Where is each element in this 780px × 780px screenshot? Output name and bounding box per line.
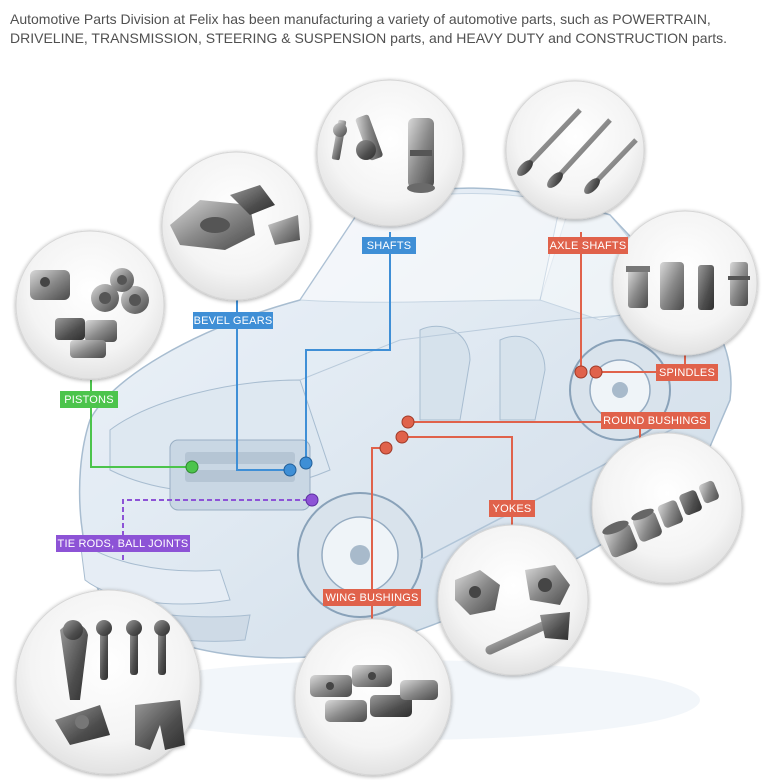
tie-rods-image[interactable]	[15, 589, 201, 775]
wing-bushings-image[interactable]	[294, 618, 452, 776]
label-round-bushings[interactable]: ROUND BUSHINGS	[601, 412, 710, 429]
round-bushings-image[interactable]	[591, 432, 743, 584]
tie-rods-dot	[305, 493, 319, 507]
label-wing-bushings-text: WING BUSHINGS	[325, 592, 418, 604]
yokes-image[interactable]	[437, 524, 589, 676]
yokes-dot	[395, 430, 409, 444]
label-shafts-text: SHAFTS	[367, 240, 412, 252]
pistons-dot	[185, 460, 199, 474]
connection-dots	[185, 365, 603, 507]
label-bevel-gears-text: BEVEL GEARS	[194, 315, 273, 327]
label-tie-rods-ball-joints[interactable]: TIE RODS, BALL JOINTS	[56, 535, 190, 552]
round-bushings-dot	[401, 415, 415, 429]
label-pistons[interactable]: PISTONS	[60, 391, 118, 408]
label-axle-shafts-text: AXLE SHAFTS	[550, 240, 627, 252]
bevel-gears-dot	[283, 463, 297, 477]
label-tie-rods-text: TIE RODS, BALL JOINTS	[58, 538, 189, 550]
label-wing-bushings[interactable]: WING BUSHINGS	[323, 589, 421, 606]
spindles-dot	[589, 365, 603, 379]
label-bevel-gears[interactable]: BEVEL GEARS	[193, 312, 273, 329]
label-shafts[interactable]: SHAFTS	[362, 237, 416, 254]
axle-shafts-image[interactable]	[505, 80, 645, 220]
shafts-image[interactable]	[316, 79, 464, 227]
bevel-gears-image[interactable]	[161, 151, 311, 301]
label-spindles-text: SPINDLES	[659, 367, 715, 379]
label-round-bushings-text: ROUND BUSHINGS	[603, 415, 707, 427]
label-yokes-text: YOKES	[493, 503, 532, 515]
label-spindles[interactable]: SPINDLES	[656, 364, 718, 381]
spindles-image[interactable]	[612, 210, 758, 356]
intro-text: Automotive Parts Division at Felix has b…	[10, 11, 728, 46]
axle-shafts-dot	[574, 365, 588, 379]
pistons-image[interactable]	[15, 230, 165, 380]
label-axle-shafts[interactable]: AXLE SHAFTS	[548, 237, 628, 254]
wing-bushings-dot	[379, 441, 393, 455]
shafts-dot	[299, 456, 313, 470]
label-pistons-text: PISTONS	[64, 394, 114, 406]
label-yokes[interactable]: YOKES	[489, 500, 535, 517]
